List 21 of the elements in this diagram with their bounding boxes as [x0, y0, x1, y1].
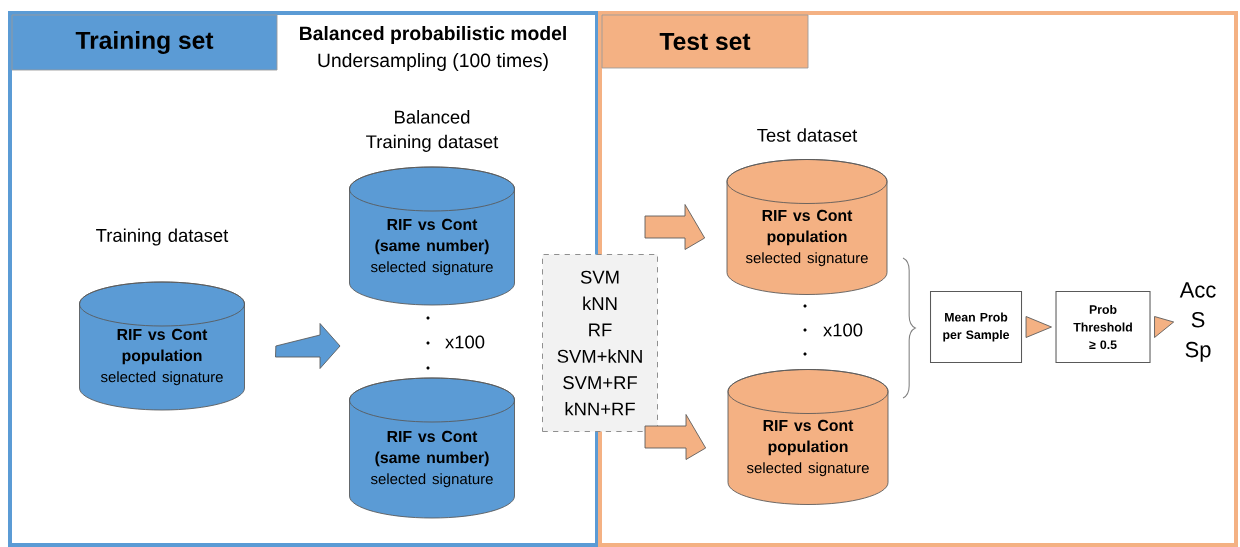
triangle-arrow — [1154, 316, 1175, 338]
process-box: Mean Prob per Sample — [930, 290, 1023, 364]
block-arrow — [644, 204, 706, 250]
metrics-text: Acc S Sp — [1179, 282, 1216, 362]
database-cylinder: RIF vs Cont (same number) selected signature — [349, 166, 515, 306]
triangle-arrow — [1025, 316, 1052, 338]
dataset-label: Balanced Training dataset — [366, 110, 499, 152]
database-cylinder: RIF vs Cont population selected signature — [727, 369, 889, 505]
dataset-label: Test dataset — [757, 128, 858, 142]
block-arrow — [275, 323, 341, 369]
model-title: Balanced probabilistic model — [300, 26, 566, 44]
repeat-label: x100 — [823, 323, 863, 337]
block-arrow — [644, 414, 707, 460]
process-box: Prob Threshold ≥ 0.5 — [1055, 290, 1151, 364]
repeat-label: x100 — [445, 335, 485, 349]
database-cylinder: RIF vs Cont population selected signature — [726, 159, 888, 295]
database-cylinder: RIF vs Cont (same number) selected signature — [349, 377, 515, 519]
dataset-label: Training dataset — [96, 228, 229, 246]
classifier-list-box: SVM kNN RF SVM+kNN SVM+RF kNN+RF — [542, 254, 658, 432]
database-cylinder: RIF vs Cont population selected signature — [79, 281, 245, 411]
model-subtitle: Undersampling (100 times) — [318, 53, 548, 71]
